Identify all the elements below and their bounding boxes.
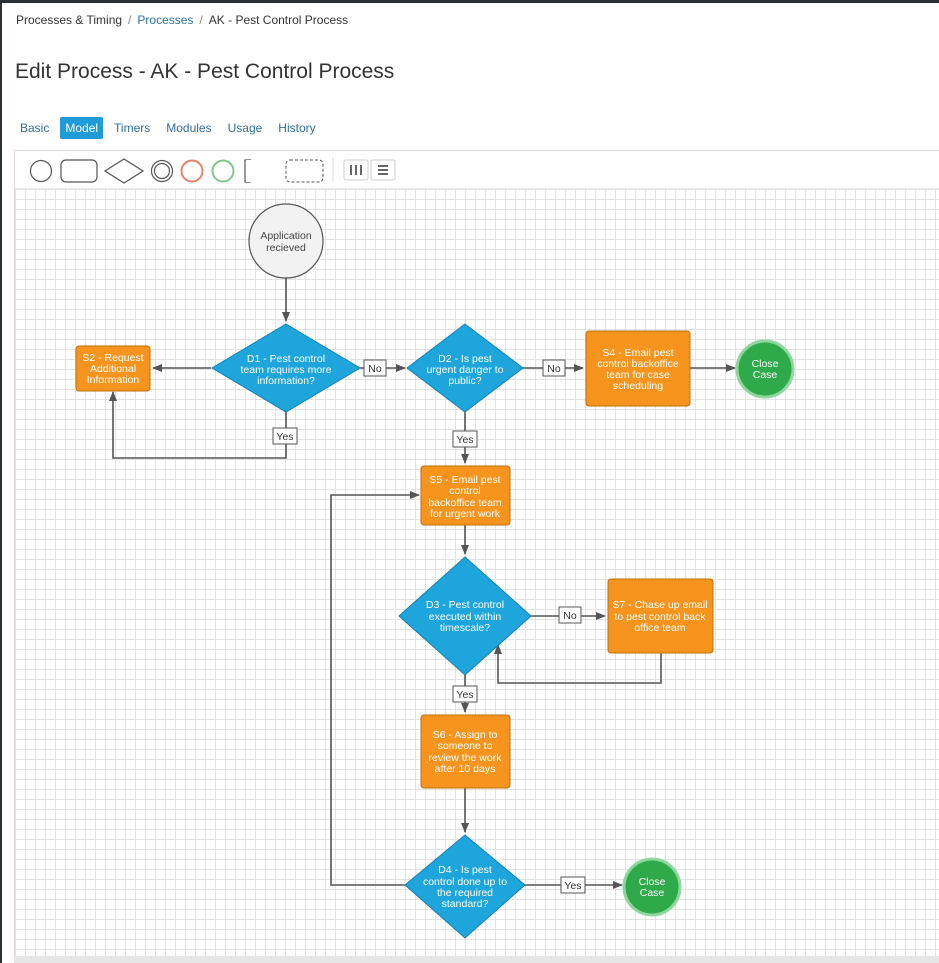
task-s7-label-line1: S7 - Chase up email bbox=[612, 599, 707, 611]
tab-history[interactable]: History bbox=[278, 121, 316, 135]
end-event-2-label-line1: Close bbox=[639, 876, 666, 888]
task-s6-label-line4: after 10 days bbox=[435, 763, 496, 775]
start-event-label-line1: Application bbox=[260, 230, 312, 242]
group-tool[interactable] bbox=[285, 159, 324, 183]
gateway-tool[interactable] bbox=[103, 158, 145, 184]
task-s6-label-line2: someone to bbox=[438, 740, 493, 752]
gateway-d1-label-line3: information? bbox=[257, 375, 315, 387]
task-tool[interactable] bbox=[60, 159, 98, 183]
gateway-d4-label-line2: control done up to bbox=[423, 876, 507, 888]
label-d2-yes[interactable]: Yes bbox=[452, 430, 478, 448]
window-left-border bbox=[0, 0, 2, 963]
connector-d4-no-s5[interactable] bbox=[330, 491, 420, 886]
start-event-label-line2: recieved bbox=[266, 242, 306, 254]
end-event-2-label-line2: Case bbox=[640, 887, 665, 899]
end-event-close-case-2[interactable]: Close Case bbox=[622, 857, 682, 917]
task-s6-label-line3: review the work bbox=[429, 752, 503, 764]
connector-s7-d3[interactable] bbox=[494, 644, 662, 684]
gateway-d4-label-line1: D4 - Is pest bbox=[438, 864, 492, 876]
label-d4-yes[interactable]: Yes bbox=[560, 876, 586, 894]
breadcrumb-item-processes[interactable]: Processes bbox=[137, 13, 194, 27]
end-event-1-label-line1: Close bbox=[752, 358, 779, 370]
breadcrumb-separator: / bbox=[128, 13, 132, 27]
task-s4-label-line1: S4 - Email pest bbox=[602, 347, 673, 359]
end-event-1-label-line2: Case bbox=[753, 369, 778, 381]
label-d2-no[interactable]: No bbox=[542, 359, 566, 377]
label-d1-yes[interactable]: Yes bbox=[272, 427, 298, 445]
breadcrumb-item-processes-timing[interactable]: Processes & Timing bbox=[16, 13, 123, 27]
gateway-d3-label-line3: timescale? bbox=[440, 622, 490, 634]
connector-d1-yes-s2[interactable] bbox=[109, 391, 287, 459]
start-event-tool[interactable] bbox=[29, 159, 53, 183]
tab-bar: Basic Model Timers Modules Usage History bbox=[15, 116, 321, 140]
label-d2-no-text: No bbox=[547, 363, 561, 375]
gateway-d3-label-line1: D3 - Pest control bbox=[426, 599, 504, 611]
label-d3-no-text: No bbox=[563, 610, 577, 622]
gateway-d4-label-line3: the required bbox=[437, 887, 493, 899]
annotation-tool[interactable] bbox=[244, 159, 276, 183]
breadcrumb: Processes & Timing / Processes / AK - Pest C… bbox=[16, 13, 348, 27]
gateway-d4-label-line4: standard? bbox=[442, 898, 489, 910]
horizontal-layout-icon[interactable] bbox=[370, 159, 396, 181]
gateway-d1[interactable]: D1 - Pest control team requires more inf… bbox=[211, 323, 361, 413]
tab-model[interactable]: Model bbox=[60, 117, 104, 139]
gateway-d2[interactable]: D2 - Is pest urgent danger to public? bbox=[406, 323, 524, 413]
label-d1-yes-text: Yes bbox=[276, 431, 293, 443]
task-s4-label-line3: team for case bbox=[606, 369, 670, 381]
label-d2-yes-text: Yes bbox=[456, 434, 473, 446]
label-d3-no[interactable]: No bbox=[558, 606, 582, 624]
task-s5-label-line2: control bbox=[449, 485, 481, 497]
task-s7-label-line3: office team bbox=[634, 622, 685, 634]
task-s5-label-line3: backoffice team bbox=[428, 497, 502, 509]
label-d3-yes-text: Yes bbox=[456, 689, 473, 701]
end-event-close-case-1[interactable]: Close Case bbox=[735, 339, 795, 399]
gateway-d2-label-line1: D2 - Is pest bbox=[438, 353, 492, 365]
task-s7[interactable]: S7 - Chase up email to pest control back… bbox=[607, 578, 714, 654]
label-d4-yes-text: Yes bbox=[564, 880, 581, 892]
task-s4[interactable]: S4 - Email pest control backoffice team … bbox=[585, 330, 691, 407]
breadcrumb-separator: / bbox=[199, 13, 203, 27]
start-event[interactable]: Application recieved bbox=[248, 203, 324, 279]
gateway-d2-label-line2: urgent danger to bbox=[426, 364, 503, 376]
task-s5-label-line1: S5 - Email pest bbox=[429, 474, 500, 486]
task-s2-label-line2: Additional bbox=[90, 363, 136, 375]
diagram-canvas[interactable]: Application recieved S2 - Request Additi… bbox=[15, 189, 939, 959]
task-s2[interactable]: S2 - Request Additional Information bbox=[75, 345, 151, 392]
intermediate-event-tool[interactable] bbox=[150, 159, 174, 183]
gateway-d1-label-line2: team requires more bbox=[240, 364, 331, 376]
label-d1-no-text: No bbox=[368, 363, 382, 375]
task-s6-label-line1: S6 - Assign to bbox=[433, 729, 498, 741]
end-event-red-tool[interactable] bbox=[180, 159, 204, 183]
task-s5-label-line4: for urgent work bbox=[430, 508, 501, 520]
shape-toolbar bbox=[15, 151, 939, 189]
task-s4-label-line4: scheduling bbox=[613, 380, 663, 392]
task-s2-label-line3: Information bbox=[87, 374, 140, 386]
tab-timers[interactable]: Timers bbox=[114, 121, 151, 135]
gateway-d3-label-line2: executed within bbox=[429, 611, 502, 623]
label-d3-yes[interactable]: Yes bbox=[452, 685, 478, 703]
tab-usage[interactable]: Usage bbox=[227, 121, 263, 135]
gateway-d3[interactable]: D3 - Pest control executed within timesc… bbox=[398, 556, 532, 676]
page-title: Edit Process - AK - Pest Control Process bbox=[15, 60, 395, 83]
task-s5[interactable]: S5 - Email pest control backoffice team … bbox=[420, 465, 511, 526]
task-s4-label-line2: control backoffice bbox=[597, 358, 679, 370]
label-d1-no[interactable]: No bbox=[363, 359, 387, 377]
gateway-d2-label-line3: public? bbox=[448, 375, 481, 387]
vertical-layout-icon[interactable] bbox=[343, 159, 369, 181]
horizontal-scrollbar[interactable] bbox=[14, 956, 939, 963]
task-s7-label-line2: to pest control back bbox=[614, 611, 706, 623]
tab-modules[interactable]: Modules bbox=[166, 121, 212, 135]
end-event-green-tool[interactable] bbox=[211, 159, 235, 183]
breadcrumb-item-current: AK - Pest Control Process bbox=[208, 13, 349, 27]
tab-basic[interactable]: Basic bbox=[20, 121, 50, 135]
task-s6[interactable]: S6 - Assign to someone to review the wor… bbox=[420, 714, 511, 789]
gateway-d4[interactable]: D4 - Is pest control done up to the requ… bbox=[404, 834, 526, 939]
process-model-editor: Application recieved S2 - Request Additi… bbox=[14, 150, 939, 960]
window-top-border bbox=[0, 0, 939, 3]
gateway-d1-label-line1: D1 - Pest control bbox=[247, 353, 325, 365]
task-s2-label-line1: S2 - Request bbox=[82, 352, 143, 364]
